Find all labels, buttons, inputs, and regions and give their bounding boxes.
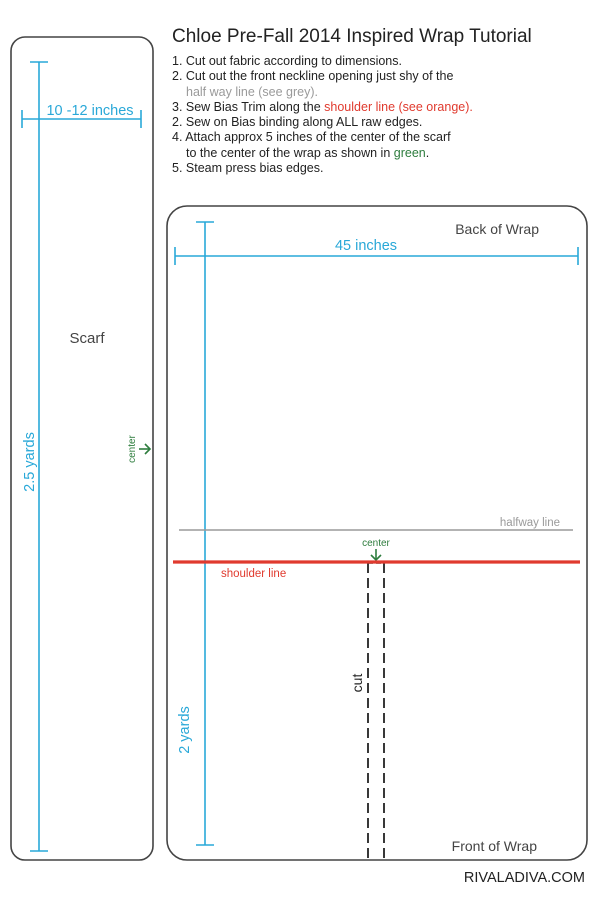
step-line: half way line (see grey).	[172, 85, 592, 100]
step-text: 3. Sew Bias Trim along the	[172, 99, 325, 114]
step-line: 4. Attach approx 5 inches of the center …	[172, 130, 592, 145]
watermark: RIVALADIVA.COM	[464, 870, 585, 886]
instructions-panel: Chloe Pre-Fall 2014 Inspired Wrap Tutori…	[172, 26, 592, 176]
step-line: 5. Steam press bias edges.	[172, 161, 592, 176]
scarf-center-arrow-icon	[139, 443, 152, 455]
step-text: half way line (see grey).	[186, 84, 319, 99]
step-text: 4. Attach approx 5 inches of the center …	[172, 130, 451, 145]
wrap-length-label: 2 yards	[177, 706, 193, 754]
step-line: 2. Cut out the front neckline opening ju…	[172, 69, 592, 84]
wrap-center-arrow-icon	[370, 549, 382, 562]
step-text: 1. Cut out fabric according to dimension…	[172, 54, 402, 68]
step-text: 5. Steam press bias edges.	[172, 161, 324, 176]
step-text: 2. Sew on Bias binding along ALL raw edg…	[172, 115, 423, 130]
wrap-outline	[166, 205, 588, 861]
step-text: to the center of the wrap as shown in	[186, 145, 394, 160]
wrap-width-label: 45 inches	[335, 238, 397, 254]
front-of-wrap-label: Front of Wrap	[452, 838, 538, 854]
shoulder-line-label: shoulder line	[221, 568, 286, 580]
wrap-center-label: center	[362, 538, 390, 549]
step-line: 1. Cut out fabric according to dimension…	[172, 54, 592, 69]
scarf-outline	[10, 36, 154, 861]
page-title: Chloe Pre-Fall 2014 Inspired Wrap Tutori…	[172, 26, 532, 47]
scarf-label: Scarf	[69, 330, 105, 347]
cut-label: cut	[349, 674, 365, 693]
step-text: .	[425, 145, 430, 160]
scarf-center-label: center	[127, 434, 138, 462]
halfway-line-label: halfway line	[500, 517, 560, 529]
steps-list: 1. Cut out fabric according to dimension…	[172, 54, 592, 176]
step-line: to the center of the wrap as shown in gr…	[172, 146, 592, 161]
step-text: 2. Cut out the front neckline opening ju…	[172, 69, 454, 84]
scarf-length-label: 2.5 yards	[22, 432, 38, 492]
step-line: 2. Sew on Bias binding along ALL raw edg…	[172, 115, 592, 130]
step-text: shoulder line (see orange).	[324, 99, 473, 114]
scarf-width-label: 10 -12 inches	[46, 103, 133, 119]
step-text: green	[393, 145, 426, 160]
back-of-wrap-label: Back of Wrap	[455, 221, 539, 237]
step-line: 3. Sew Bias Trim along the shoulder line…	[172, 100, 592, 115]
